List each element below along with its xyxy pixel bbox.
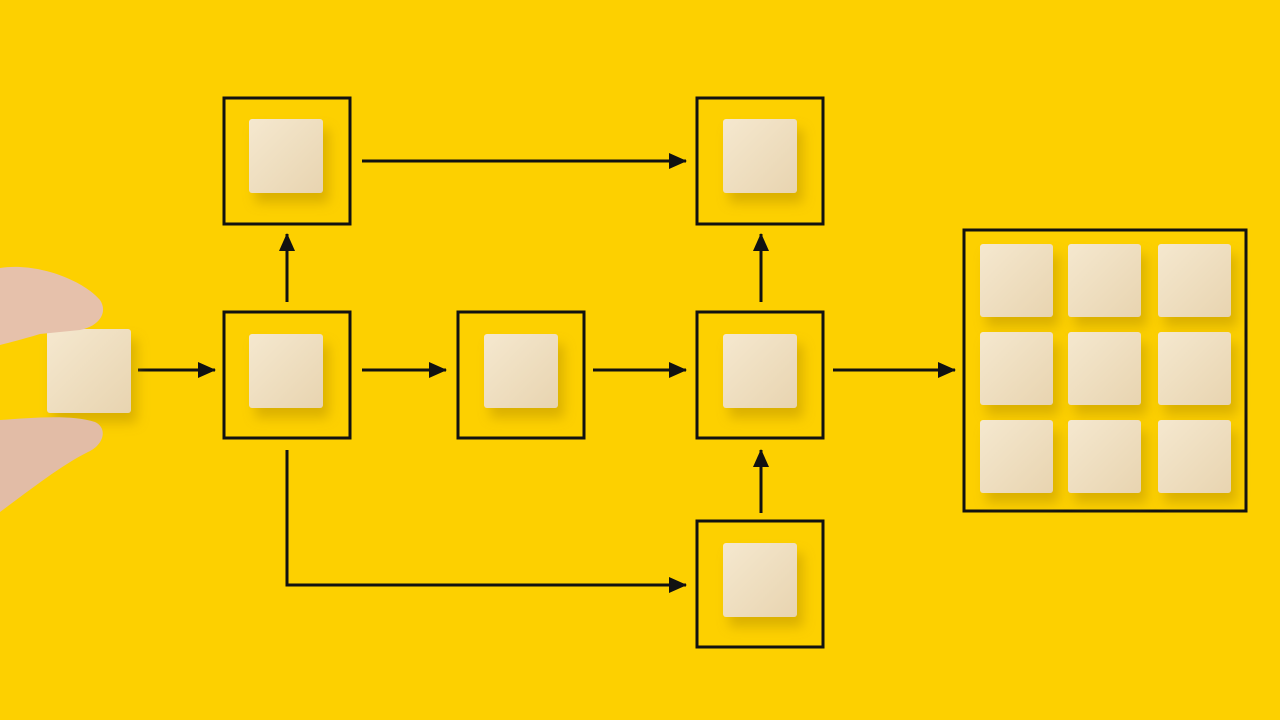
wooden-block-icon — [1068, 420, 1141, 493]
wooden-block-icon — [1068, 244, 1141, 317]
frames — [222, 96, 1248, 649]
frame-middle-right — [695, 310, 825, 440]
blocks — [47, 119, 1231, 617]
wooden-block-icon — [1158, 332, 1231, 405]
hand-icon — [0, 266, 104, 512]
wooden-block-icon — [980, 420, 1053, 493]
wooden-block-icon — [1158, 244, 1231, 317]
wooden-block-icon — [249, 119, 323, 193]
wooden-block-icon — [249, 334, 323, 408]
wooden-block-icon — [980, 332, 1053, 405]
wooden-block-icon — [1068, 332, 1141, 405]
wooden-block-icon — [723, 543, 797, 617]
wooden-block-icon — [1158, 420, 1231, 493]
frame-top-left — [222, 96, 352, 226]
frame-middle-left — [222, 310, 352, 440]
frame-center — [456, 310, 586, 440]
wooden-block-icon — [980, 244, 1053, 317]
held-wooden-block-icon — [47, 329, 131, 413]
wooden-block-icon — [723, 334, 797, 408]
arrow-start-down-across — [285, 450, 687, 593]
frame-bottom — [695, 519, 825, 649]
frame-output-grid — [962, 228, 1248, 513]
wooden-block-icon — [723, 119, 797, 193]
wooden-block-icon — [484, 334, 558, 408]
frame-top-right — [695, 96, 825, 226]
arrows — [138, 153, 956, 593]
